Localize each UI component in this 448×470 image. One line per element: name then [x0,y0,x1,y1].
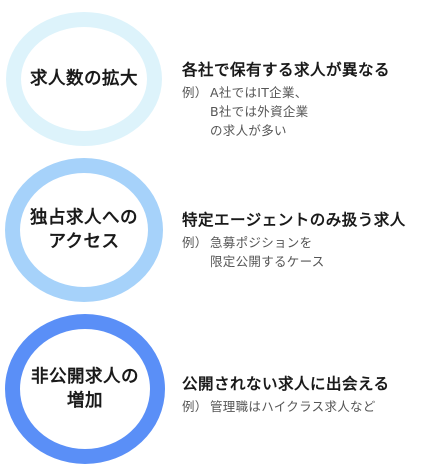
example-line-1-1: A社ではIT企業、 [210,85,308,100]
benefit-example-3: 例）管理職はハイクラス求人など [182,397,376,416]
example-prefix-3: 例） [182,399,208,414]
benefit-heading-2: 特定エージェントのみ扱う求人 [182,211,406,229]
benefit-circle-1: 求人数の拡大 [6,12,162,146]
example-prefix-1: 例） [182,85,208,100]
circle-label-1: 求人数の拡大 [30,69,138,89]
benefit-item-3: 非公開求人の 増加 公開されない求人に出会える 例）管理職はハイクラス求人など [0,310,448,470]
circle-label-3: 非公開求人の 増加 [31,367,139,411]
benefit-example-1: 例）A社ではIT企業、 B社では外資企業 の求人が多い [182,83,308,140]
benefit-item-1: 求人数の拡大 各社で保有する求人が異なる 例）A社ではIT企業、 B社では外資企… [0,0,448,150]
benefit-circle-3: 非公開求人の 増加 [5,314,165,464]
circle-label-2: 独占求人への アクセス [30,208,138,252]
benefit-example-2: 例）急募ポジションを 限定公開するケース [182,233,325,271]
benefit-item-2: 独占求人への アクセス 特定エージェントのみ扱う求人 例）急募ポジションを 限定… [0,150,448,310]
example-line-3-1: 管理職はハイクラス求人など [210,399,376,414]
benefit-circle-2: 独占求人への アクセス [5,158,163,302]
benefit-heading-1: 各社で保有する求人が異なる [182,61,391,79]
example-line-1-2: B社では外資企業 [210,104,309,119]
example-line-1-3: の求人が多い [210,123,287,138]
example-line-2-2: 限定公開するケース [210,254,325,269]
example-line-2-1: 急募ポジションを [210,235,313,250]
benefit-heading-3: 公開されない求人に出会える [182,375,390,393]
example-prefix-2: 例） [182,235,208,250]
